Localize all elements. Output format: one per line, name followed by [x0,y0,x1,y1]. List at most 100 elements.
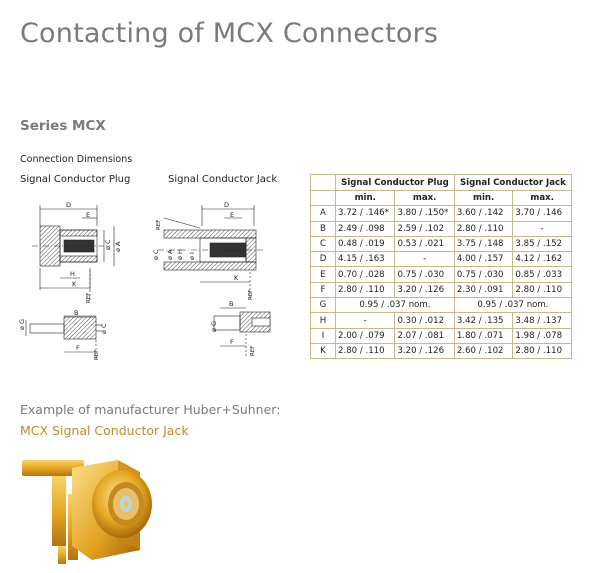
cell-plug-min: 2.80 / .110 [334,342,396,360]
dimension-drawings: D E ø C ø A H K REF ø G B ø C [18,201,271,360]
cell-plug-max: 0.53 / .021 [394,235,455,253]
header-plug-max: max. [394,189,455,207]
cell-plug-min: 4.15 / .163 [334,251,396,268]
row-label: K [310,342,336,360]
plug-main-drawing: D E ø C ø A H K REF [32,201,122,303]
cell-jack-min: 2.60 / .102 [453,342,514,360]
label-dia-C-top: ø C [104,239,112,250]
cell-plug-max: 3.80 / .150* [394,205,455,222]
cell-jack-min: 4.00 / .157 [453,251,514,268]
cell-jack-max: 3.48 / .137 [512,312,572,329]
cell-jack-min: 2.80 / .110 [453,220,514,237]
table-row: K 2.80 / .110 3.20 / .126 2.60 / .102 2.… [310,342,572,360]
product-image [22,460,152,564]
table-row: E 0.70 / .028 0.75 / .030 0.75 / .030 0.… [310,266,572,283]
label-ref-jack: REF [248,290,254,300]
label-dia-G-plug: ø G [18,319,26,330]
cell-plug-min: 2.00 / .079 [334,327,396,344]
label-D-jack: D [224,201,229,209]
cell-jack-min: 0.75 / .030 [453,266,514,283]
section-title: Connection Dimensions [20,154,133,165]
cell-plug-min: 3.72 / .146* [334,205,396,222]
cell-plug-min: 0.48 / .019 [334,235,396,253]
label-B-jack: B [229,300,233,308]
row-label: B [310,220,336,237]
cell-plug-min: - [334,312,396,329]
example-label: Example of manufacturer Huber+Suhner: [20,402,281,417]
label-K-jack: K [234,274,239,282]
table-corner [310,174,336,191]
cell-jack-max: 3.85 / .152 [512,235,572,253]
cell-jack-min: 3.60 / .142 [453,205,514,222]
example-product-name: MCX Signal Conductor Jack [20,423,189,438]
cell-jack-max: - [512,220,572,237]
cell-jack-max: 3.70 / .146 [512,205,572,222]
label-K: K [72,280,77,288]
label-B-plug: B [74,309,78,317]
table-row: A 3.72 / .146* 3.80 / .150* 3.60 / .142 … [310,205,572,222]
jack-main-drawing: D E REF ø C ø A ø H ø I K REF [152,201,264,300]
cell-plug-max: - [394,251,455,268]
label-dia-H-jack: ø H [176,249,184,260]
cell-jack-min: 3.42 / .135 [453,312,514,329]
row-label: F [310,281,336,299]
table-row: I 2.00 / .079 2.07 / .081 1.80 / .071 1.… [310,327,572,344]
dimensions-table: Signal Conductor Plug Signal Conductor J… [310,174,573,360]
label-dia-I-jack: ø I [188,252,196,260]
jack-drawing-label: Signal Conductor Jack [168,174,278,185]
row-label: A [310,205,336,222]
label-F-jack: F [230,338,234,346]
label-E-jack: E [230,211,234,219]
table-row: C 0.48 / .019 0.53 / .021 3.75 / .148 3.… [310,235,572,253]
cell-jack-max: 2.80 / .110 [512,281,572,299]
label-D: D [66,201,71,209]
label-ref-jack-pin: REF [250,346,256,356]
table-row: H - 0.30 / .012 3.42 / .135 3.48 / .137 [310,312,572,329]
label-F-plug: F [76,344,80,352]
cell-jack-max: 1.98 / .078 [512,327,572,344]
row-label: I [310,327,336,344]
series-title: Series MCX [20,118,106,134]
cell-jack-max: 4.12 / .162 [512,251,572,268]
header-plug-min: min. [334,189,396,207]
label-H: H [70,270,75,278]
label-dia-C-pin: ø C [100,323,108,334]
cell-jack-min: 2.30 / .091 [453,281,514,299]
header-jack: Signal Conductor Jack [453,174,573,191]
cell-jack-min: 1.80 / .071 [453,327,514,344]
cell-plug-min: 0.70 / .028 [334,266,396,283]
page-title: Contacting of MCX Connectors [20,18,439,49]
row-label: D [310,251,336,268]
cell-plug-max: 2.59 / .102 [394,220,455,237]
cell-jack-nom: 0.95 / .037 nom. [453,297,573,314]
cell-jack-max: 0.85 / .033 [512,266,572,283]
label-dia-A-jack: ø A [166,249,174,260]
plug-pin-drawing: ø G B ø C F REF [18,309,108,360]
label-dia-G-jack: ø G [210,321,218,332]
cell-plug-max: 0.30 / .012 [394,312,455,329]
cell-plug-min: 2.80 / .110 [334,281,396,299]
label-E: E [86,211,90,219]
label-ref-diag: REF [156,220,162,230]
row-label: H [310,312,336,329]
label-dia-C-jack: ø C [152,249,160,260]
label-ref-plug-pin: REF [94,350,100,360]
table-row: G 0.95 / .037 nom. 0.95 / .037 nom. [310,297,573,314]
plug-drawing-label: Signal Conductor Plug [20,174,131,185]
cell-plug-nom: 0.95 / .037 nom. [335,297,455,314]
row-label: E [310,266,336,283]
cell-plug-min: 2.49 / .098 [334,220,396,237]
header-jack-min: min. [453,189,514,207]
cell-plug-max: 0.75 / .030 [394,266,455,283]
cell-plug-max: 3.20 / .126 [394,342,455,360]
table-row: D 4.15 / .163 - 4.00 / .157 4.12 / .162 [310,251,572,268]
row-label: C [310,235,336,253]
table-row: F 2.80 / .110 3.20 / .126 2.30 / .091 2.… [310,281,572,299]
cell-jack-min: 3.75 / .148 [453,235,514,253]
label-ref-plug: REF [86,293,92,303]
header-jack-max: max. [512,189,572,207]
header-plug: Signal Conductor Plug [335,174,455,191]
label-dia-A: ø A [114,241,122,252]
cell-plug-max: 2.07 / .081 [394,327,455,344]
cell-jack-max: 2.80 / .110 [512,342,572,360]
